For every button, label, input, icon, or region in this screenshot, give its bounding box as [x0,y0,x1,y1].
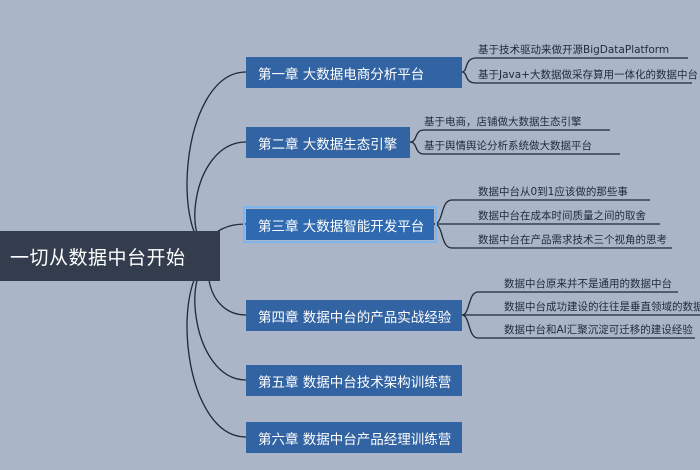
chapter-2-leaf-1[interactable]: 基于电商，店铺做大数据生态引擎 [424,116,582,128]
chapter-4-label: 第四章 数据中台的产品实战经验 [258,309,452,326]
chapter-6-label: 第六章 数据中台产品经理训练营 [258,431,452,448]
chapter-3-leaf-2[interactable]: 数据中台在成本时间质量之间的取舍 [478,210,646,222]
chapter-2-node[interactable]: 第二章 大数据生态引擎 [246,127,410,158]
chapter-4-node[interactable]: 第四章 数据中台的产品实战经验 [246,300,462,331]
chapter-5-label: 第五章 数据中台技术架构训练营 [258,374,452,391]
chapter-1-label: 第一章 大数据电商分析平台 [258,66,425,83]
chapter-2-label: 第二章 大数据生态引擎 [258,136,398,153]
chapter-1-leaf-2[interactable]: 基于Java+大数据做采存算用一体化的数据中台 [478,69,698,81]
chapter-2-leaf-2[interactable]: 基于舆情舆论分析系统做大数据平台 [424,140,592,152]
chapter-4-leaf-2[interactable]: 数据中台成功建设的往往是垂直领域的数据 [504,301,700,313]
root-topic[interactable]: 一切从数据中台开始 [0,231,220,281]
chapter-4-leaf-1[interactable]: 数据中台原来并不是通用的数据中台 [504,278,672,290]
chapter-3-label: 第三章 大数据智能开发平台 [258,218,425,235]
chapter-1-node[interactable]: 第一章 大数据电商分析平台 [246,57,462,88]
chapter-3-leaf-3[interactable]: 数据中台在产品需求技术三个视角的思考 [478,234,667,246]
chapter-6-node[interactable]: 第六章 数据中台产品经理训练营 [246,422,462,453]
chapter-3-node[interactable]: 第三章 大数据智能开发平台 [243,206,437,243]
chapter-4-leaf-3[interactable]: 数据中台和AI汇聚沉淀可迁移的建设经验 [504,324,693,336]
chapter-5-node[interactable]: 第五章 数据中台技术架构训练营 [246,365,462,396]
chapter-3-leaf-1[interactable]: 数据中台从0到1应该做的那些事 [478,186,628,198]
root-topic-label: 一切从数据中台开始 [10,246,186,269]
chapter-1-leaf-1[interactable]: 基于技术驱动来做开源BigDataPlatform [478,44,670,56]
